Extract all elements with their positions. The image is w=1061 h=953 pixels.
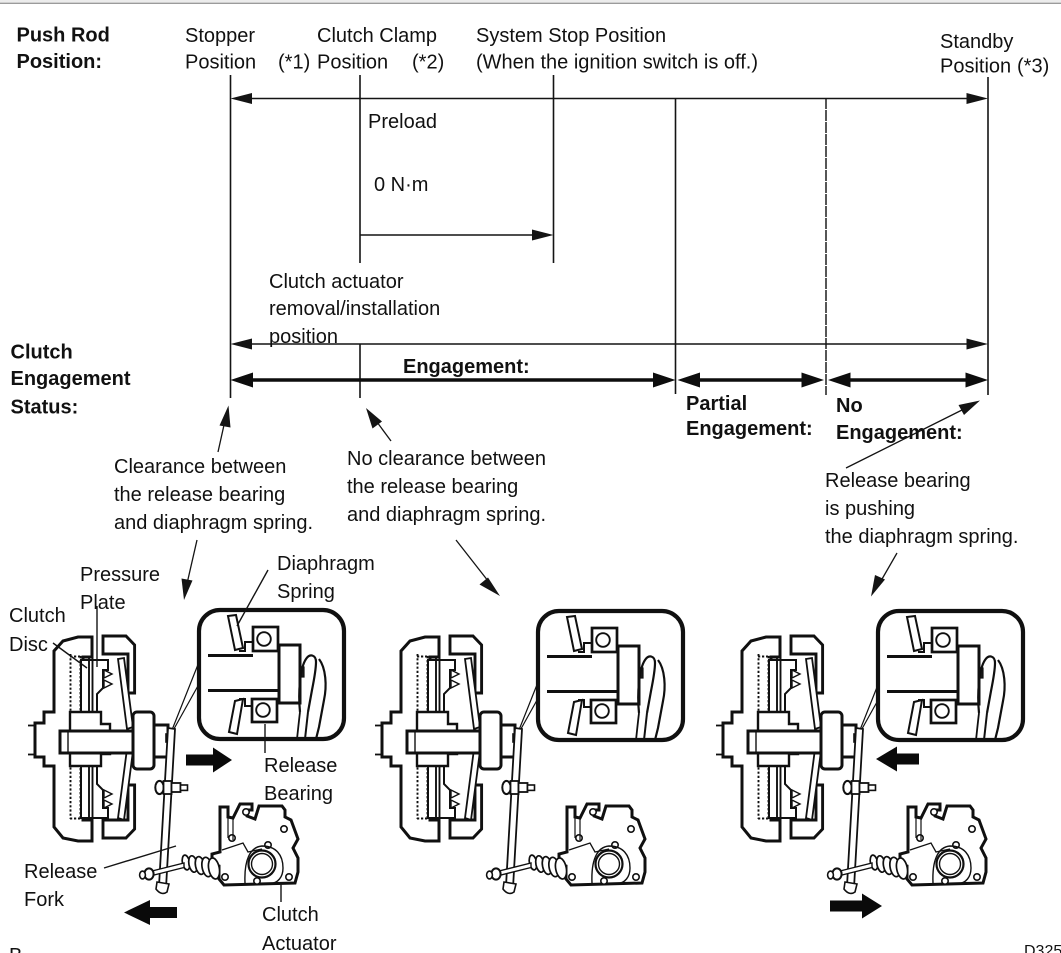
svg-text:Pressure: Pressure [80, 564, 160, 586]
svg-text:Spring: Spring [277, 581, 335, 603]
svg-text:Engagement:: Engagement: [403, 356, 530, 378]
svg-text:Clutch: Clutch [262, 904, 319, 926]
svg-text:position: position [269, 326, 338, 348]
svg-text:Position: Position [317, 52, 388, 74]
svg-text:Bearing: Bearing [264, 783, 333, 805]
svg-text:Clearance between: Clearance between [114, 456, 286, 478]
svg-text:Status:: Status: [11, 397, 79, 419]
svg-text:Clutch Clamp: Clutch Clamp [317, 25, 437, 47]
svg-text:Actuator: Actuator [262, 933, 337, 953]
svg-text:the diaphragm spring.: the diaphragm spring. [825, 526, 1018, 548]
svg-text:Position:: Position: [17, 51, 103, 73]
svg-text:D3253: D3253 [1024, 943, 1061, 953]
svg-text:Push Rod: Push Rod [17, 25, 110, 47]
svg-text:Engagement: Engagement [11, 368, 131, 390]
svg-text:Clutch: Clutch [11, 342, 73, 364]
svg-text:Preload: Preload [368, 111, 437, 133]
svg-text:(When the ignition switch is o: (When the ignition switch is off.) [476, 52, 758, 74]
svg-text:(*1): (*1) [278, 52, 310, 74]
svg-text:removal/installation: removal/installation [269, 298, 440, 320]
svg-text:Release: Release [264, 755, 337, 777]
svg-text:(*3): (*3) [1017, 56, 1049, 78]
svg-text:Position: Position [940, 56, 1011, 78]
svg-text:Standby: Standby [940, 31, 1013, 53]
svg-text:Plate: Plate [80, 592, 126, 614]
svg-text:No: No [836, 395, 863, 417]
svg-text:Position: Position [185, 52, 256, 74]
svg-text:Fork: Fork [24, 889, 65, 911]
svg-text:Clutch: Clutch [9, 605, 66, 627]
svg-text:No clearance between: No clearance between [347, 448, 546, 470]
svg-text:Disc: Disc [9, 634, 48, 656]
svg-text:and diaphragm spring.: and diaphragm spring. [114, 512, 313, 534]
svg-text:is pushing: is pushing [825, 498, 915, 520]
svg-text:Diaphragm: Diaphragm [277, 553, 375, 575]
svg-text:Clutch actuator: Clutch actuator [269, 271, 404, 293]
svg-text:System Stop Position: System Stop Position [476, 25, 666, 47]
svg-text:and diaphragm spring.: and diaphragm spring. [347, 504, 546, 526]
svg-text:Engagement:: Engagement: [686, 418, 813, 440]
svg-text:Stopper: Stopper [185, 25, 255, 47]
svg-text:Release: Release [24, 861, 97, 883]
svg-text:the release bearing: the release bearing [347, 476, 518, 498]
svg-text:0 N·m: 0 N·m [374, 174, 428, 196]
svg-text:the release bearing: the release bearing [114, 484, 285, 506]
svg-text:B: B [9, 945, 22, 953]
svg-text:Engagement:: Engagement: [836, 422, 963, 444]
svg-text:(*2): (*2) [412, 52, 444, 74]
svg-text:Release bearing: Release bearing [825, 470, 971, 492]
svg-text:Partial: Partial [686, 393, 747, 415]
